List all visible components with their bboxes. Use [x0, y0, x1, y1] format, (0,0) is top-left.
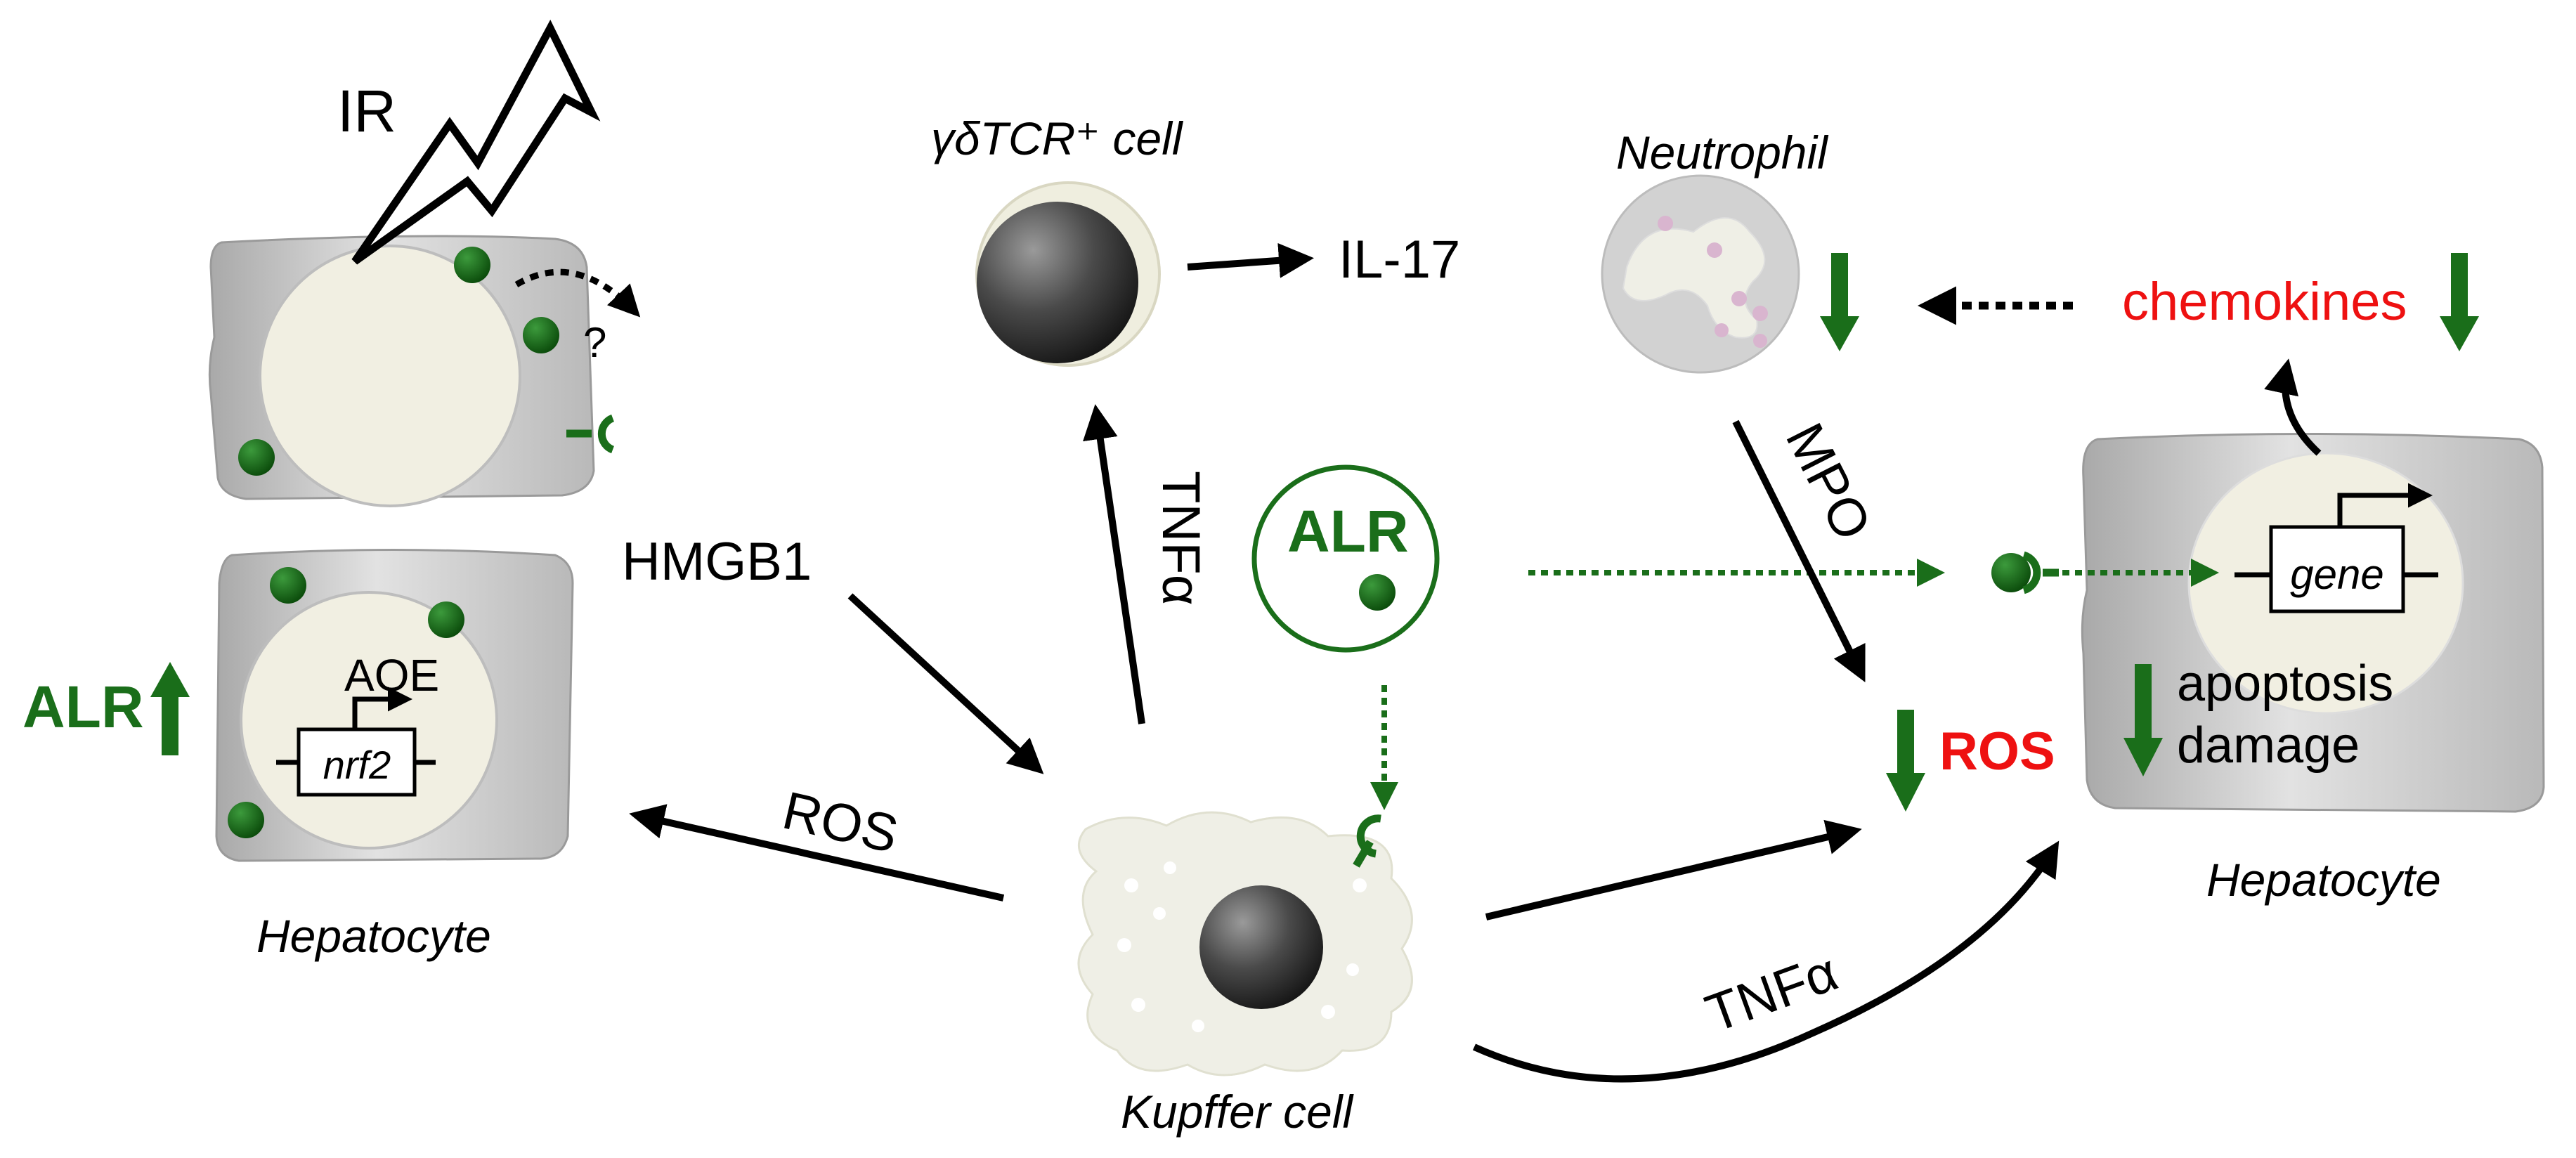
- il17-arrow: [1187, 242, 1314, 278]
- alr-granule: [270, 567, 306, 604]
- aoe-label: AOE: [344, 650, 439, 701]
- hepatocyte-left-caption: Hepatocyte: [256, 910, 491, 962]
- alr-left-label: ALR: [22, 674, 144, 740]
- hmgb1-arrow: [847, 593, 1044, 774]
- ir-label: IR: [337, 78, 396, 144]
- alr-granule: [238, 439, 275, 476]
- down-arrow-icon: [2123, 664, 2163, 776]
- apoptosis-label: apoptosis: [2177, 656, 2393, 712]
- mpo-arrow: [1732, 419, 1866, 682]
- alr-center-label: ALR: [1287, 498, 1409, 564]
- neutrophil-cell: [1601, 174, 1800, 374]
- alr-granule: [523, 317, 559, 353]
- nucleus-top: [259, 245, 521, 507]
- hmgb1-label: HMGB1: [622, 532, 812, 592]
- gene-label: gene: [2290, 551, 2383, 598]
- hepatocyte-bottom: [215, 549, 574, 862]
- alr-granule: [228, 802, 264, 838]
- receptor-icon: [1353, 814, 1381, 868]
- down-arrow-icon: [1886, 710, 1925, 812]
- receptor-icon: [566, 414, 615, 454]
- alr-granule: [428, 601, 464, 638]
- kupffer-tnfa-arrow: [1472, 840, 2060, 1083]
- question-mark: ?: [583, 319, 606, 366]
- alr-ligand: [1991, 553, 2031, 592]
- ros-left-arrow: [629, 804, 1005, 902]
- gdtcr-cell: [975, 181, 1161, 367]
- down-arrow-icon: [1820, 253, 1859, 351]
- down-arrow-icon: [2440, 253, 2479, 351]
- alr-protein: [1251, 464, 1440, 653]
- ros-right-label: ROS: [1939, 722, 2055, 781]
- kupffer-ros-arrow: [1485, 819, 1862, 920]
- lightning-bolt-icon: [351, 19, 601, 265]
- tnfa-up-arrow: [1083, 404, 1145, 724]
- target-gene: gene: [2235, 483, 2438, 613]
- gene-to-chemokines-arrow: [2264, 358, 2322, 456]
- alr-granule: [1359, 574, 1396, 611]
- neutrophil-caption: Neutrophil: [1616, 126, 1829, 178]
- damage-label: damage: [2177, 717, 2360, 774]
- nrf2-gene: nrf2: [276, 687, 436, 797]
- kupffer-cell: [1077, 811, 1413, 1076]
- chemokines-label: chemokines: [2122, 272, 2407, 332]
- receptor-icon: [2022, 551, 2059, 594]
- hepatocyte-top: [208, 235, 595, 507]
- gdtcr-cell-caption: γδTCR⁺ cell: [931, 112, 1184, 164]
- secretion-arrow: [514, 268, 641, 318]
- hepatocyte-right-caption: Hepatocyte: [2206, 854, 2441, 906]
- tnfa-vertical-label: TNFα: [1151, 471, 1211, 606]
- up-arrow-icon: [150, 662, 190, 755]
- nrf2-label: nrf2: [323, 743, 391, 787]
- alr-granule: [454, 247, 490, 283]
- il17-label: IL-17: [1339, 230, 1460, 290]
- kupffer-cell-caption: Kupffer cell: [1121, 1086, 1354, 1138]
